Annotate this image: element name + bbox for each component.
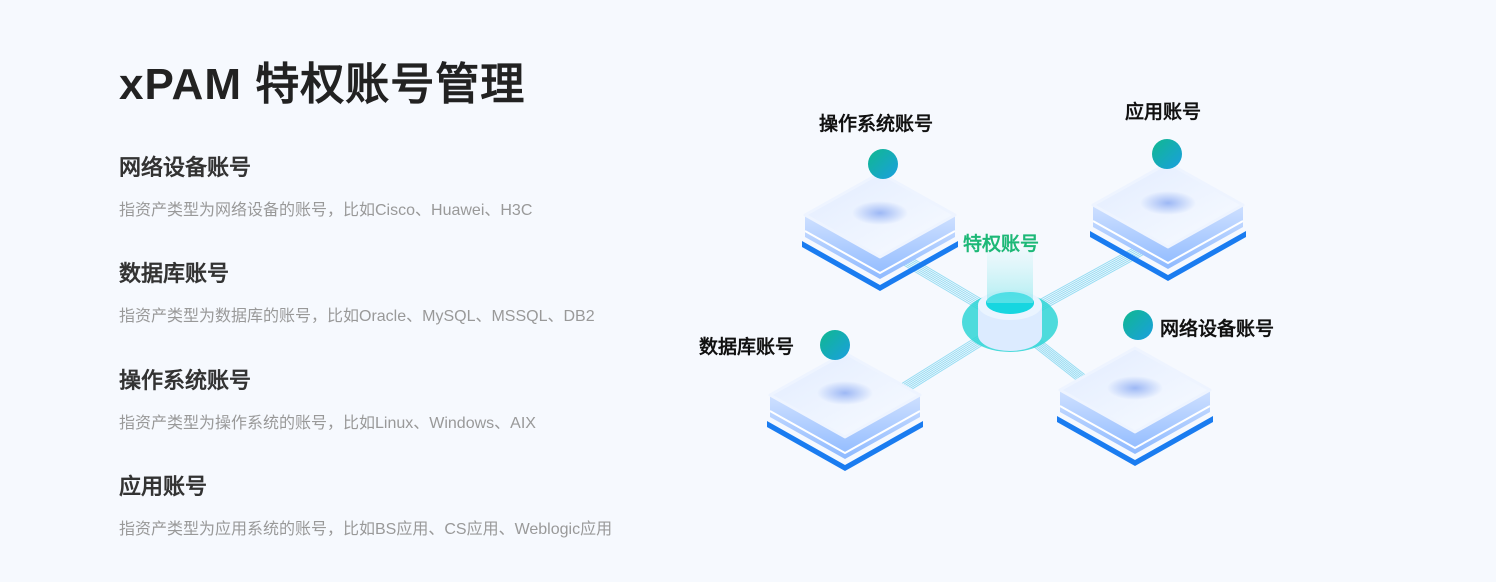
center-label: 特权账号 (963, 234, 1040, 255)
node-label-app: 应用账号 (1125, 102, 1202, 123)
node-label-os: 操作系统账号 (819, 114, 934, 135)
node-label-database: 数据库账号 (699, 337, 795, 358)
feature-heading: 应用账号 (119, 474, 208, 499)
feature-desc: 指资产类型为网络设备的账号，比如Cisco、Huawei、H3C (119, 202, 533, 219)
block-database (767, 330, 923, 471)
block-app (1090, 139, 1246, 281)
page-title: xPAM 特权账号管理 (119, 60, 526, 109)
node-dot-icon (1123, 310, 1153, 340)
feature-desc: 指资产类型为操作系统的账号，比如Linux、Windows、AIX (119, 415, 536, 432)
feature-heading: 操作系统账号 (119, 368, 252, 393)
block-network (1057, 310, 1213, 466)
feature-desc: 指资产类型为应用系统的账号，比如BS应用、CS应用、Weblogic应用 (119, 521, 613, 538)
hub-cylinder (962, 248, 1058, 352)
feature-os: 操作系统账号 指资产类型为操作系统的账号，比如Linux、Windows、AIX (119, 363, 536, 433)
node-dot-icon (868, 149, 898, 179)
feature-desc: 指资产类型为数据库的账号，比如Oracle、MySQL、MSSQL、DB2 (119, 308, 595, 325)
block-os (802, 149, 958, 291)
node-dot-icon (1152, 139, 1182, 169)
feature-network-device: 网络设备账号 指资产类型为网络设备的账号，比如Cisco、Huawei、H3C (119, 150, 532, 220)
feature-database: 数据库账号 指资产类型为数据库的账号，比如Oracle、MySQL、MSSQL、… (119, 256, 595, 326)
feature-heading: 数据库账号 (119, 261, 230, 286)
feature-app: 应用账号 指资产类型为应用系统的账号，比如BS应用、CS应用、Weblogic应… (119, 469, 612, 539)
node-label-network: 网络设备账号 (1160, 319, 1275, 340)
feature-heading: 网络设备账号 (119, 155, 252, 180)
node-dot-icon (820, 330, 850, 360)
